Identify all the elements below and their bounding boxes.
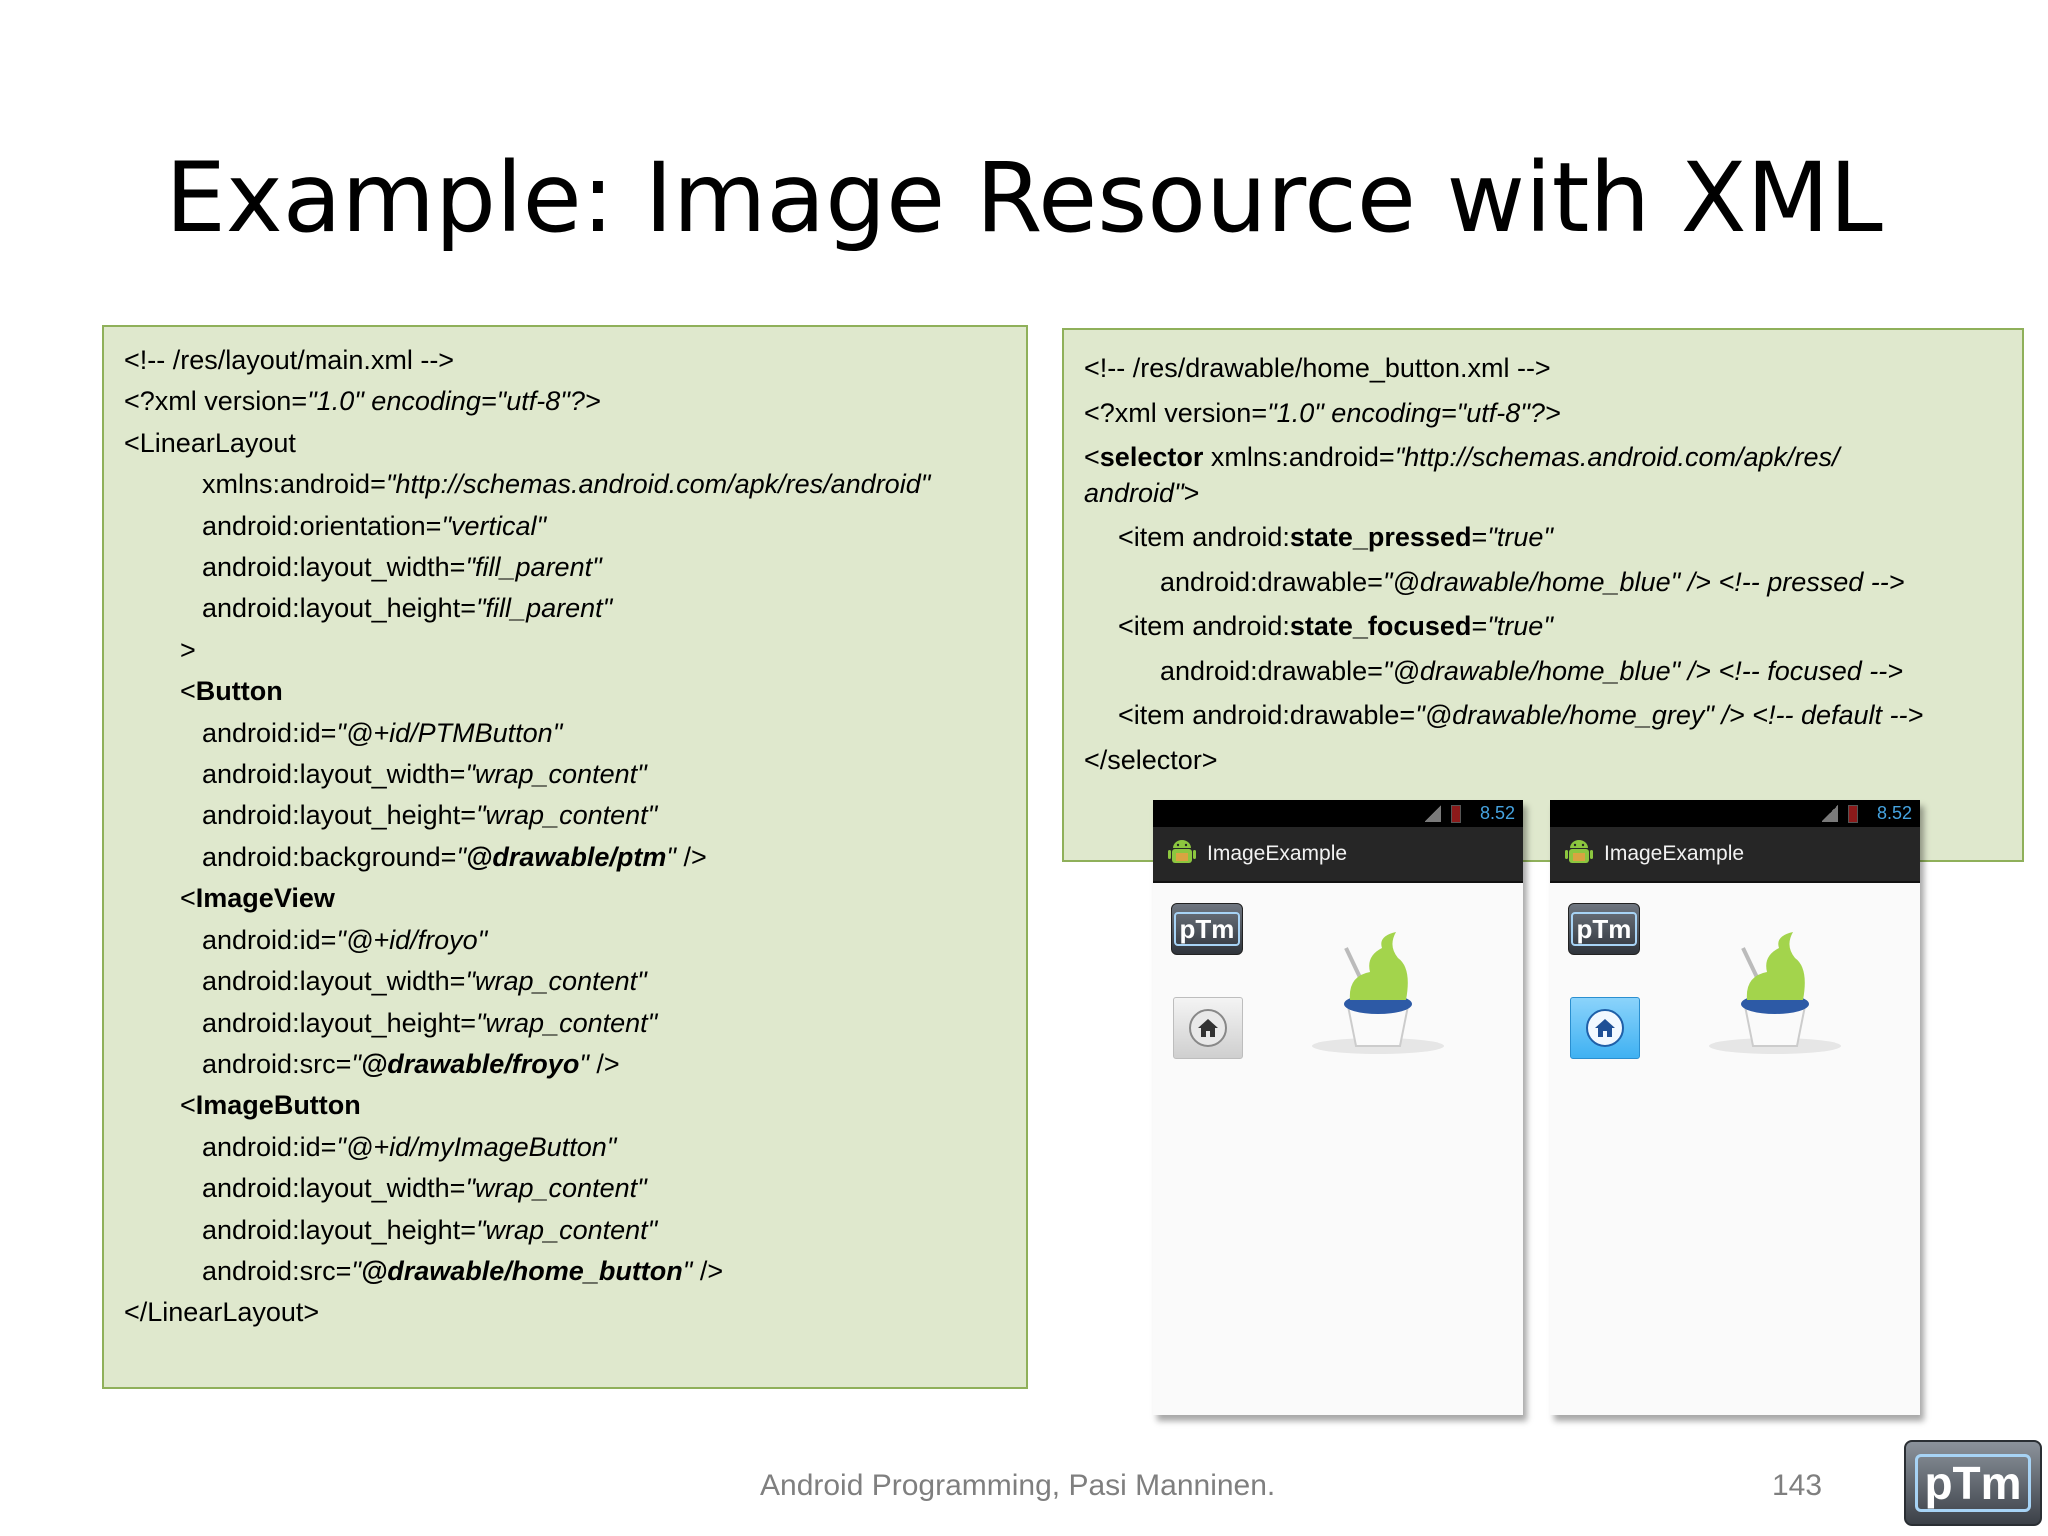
ptm-logo: pTm	[1570, 912, 1638, 946]
code-line: android:layout_height="wrap_content"	[202, 1214, 658, 1245]
code-line: android:orientation="vertical"	[202, 510, 547, 541]
home-icon	[1586, 1009, 1624, 1047]
code-line: android:drawable="@drawable/home_blue" /…	[1160, 655, 1904, 686]
code-line: android:id="@+id/PTMButton"	[202, 717, 563, 748]
page-number: 143	[1772, 1469, 1823, 1502]
code-line: </selector>	[1084, 744, 1218, 775]
signal-icon	[1425, 804, 1441, 822]
code-line: <ImageButton	[180, 1090, 361, 1121]
code-line: <item android:state_pressed="true"	[1118, 522, 1553, 552]
code-line: <ImageView	[180, 883, 335, 914]
app-title-bar: ImageExample	[1153, 827, 1523, 883]
main-layout-code-box: <!-- /res/layout/main.xml --> <?xml vers…	[102, 325, 1028, 1389]
code-line: android:id="@+id/myImageButton"	[202, 1131, 617, 1162]
code-line: <!-- /res/drawable/home_button.xml -->	[1084, 353, 1551, 383]
code-line: android:layout_height="wrap_content"	[202, 1007, 658, 1038]
code-line: <LinearLayout	[124, 427, 296, 458]
home-image-button[interactable]	[1570, 997, 1640, 1059]
battery-icon	[1848, 805, 1858, 823]
code-line: <Button	[180, 676, 283, 707]
code-line: </LinearLayout>	[124, 1297, 320, 1328]
code-line: android:layout_width="wrap_content"	[202, 966, 647, 997]
code-line: android">	[1084, 478, 1200, 508]
slide-footer: Android Programming, Pasi Manninen.	[760, 1469, 1276, 1502]
code-line: android:layout_height="wrap_content"	[202, 800, 658, 831]
signal-icon	[1822, 804, 1838, 822]
android-icon	[1565, 840, 1593, 863]
code-line: <item android:drawable="@drawable/home_g…	[1118, 700, 1924, 730]
froyo-icon	[1709, 932, 1841, 1054]
code-line: android:id="@+id/froyo"	[202, 924, 488, 955]
selector-code-box: <!-- /res/drawable/home_button.xml --> <…	[1062, 328, 2024, 862]
code-line: xmlns:android="http://schemas.android.co…	[202, 469, 931, 500]
phone-screenshot-pressed: 8.52 ImageExample pTm	[1550, 800, 1920, 1415]
code-line: <?xml version="1.0" encoding="utf-8"?>	[124, 386, 601, 417]
code-line: android:background="@drawable/ptm" />	[202, 841, 707, 872]
app-title: ImageExample	[1604, 842, 1745, 865]
code-line: android:src="@drawable/froyo" />	[202, 1048, 620, 1079]
status-bar: 8.52	[1550, 800, 1920, 827]
app-title-bar: ImageExample	[1550, 827, 1920, 883]
froyo-icon	[1312, 932, 1444, 1054]
code-line: <item android:state_focused="true"	[1118, 611, 1553, 641]
ptm-button[interactable]: pTm	[1171, 903, 1243, 955]
app-title: ImageExample	[1207, 842, 1348, 865]
code-line: android:src="@drawable/home_button" />	[202, 1255, 724, 1286]
slide-title: Example: Image Resource with XML	[165, 142, 1883, 254]
ptm-logo-text: pTm	[1915, 1454, 2031, 1512]
code-line: android:layout_width="wrap_content"	[202, 759, 647, 790]
code-line: android:drawable="@drawable/home_blue" /…	[1160, 566, 1905, 597]
ptm-logo: pTm	[1904, 1440, 2042, 1526]
home-image-button[interactable]	[1173, 997, 1243, 1059]
phone-screenshot-default: 8.52 ImageExample pTm	[1153, 800, 1523, 1415]
status-clock: 8.52	[1479, 803, 1515, 823]
ptm-logo: pTm	[1173, 912, 1241, 946]
code-line: <?xml version="1.0" encoding="utf-8"?>	[1084, 397, 1561, 428]
status-bar: 8.52	[1153, 800, 1523, 827]
code-line: >	[180, 634, 196, 665]
home-icon	[1189, 1009, 1227, 1047]
code-line: android:layout_width="fill_parent"	[202, 552, 602, 583]
code-line: android:layout_width="wrap_content"	[202, 1173, 647, 1204]
code-line: <!-- /res/layout/main.xml -->	[124, 345, 455, 375]
code-line: android:layout_height="fill_parent"	[202, 593, 613, 624]
code-line: <selector xmlns:android="http://schemas.…	[1084, 442, 1840, 472]
ptm-button[interactable]: pTm	[1568, 903, 1640, 955]
battery-icon	[1451, 805, 1461, 823]
status-clock: 8.52	[1876, 803, 1912, 823]
android-icon	[1168, 840, 1196, 863]
